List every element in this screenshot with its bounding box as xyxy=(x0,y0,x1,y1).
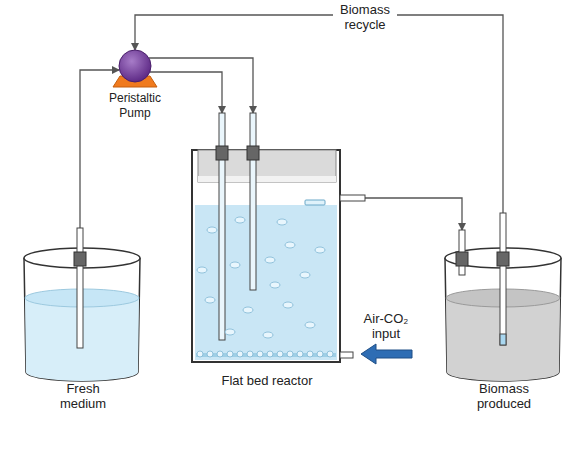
flow-line xyxy=(149,58,253,113)
input-label: Air-CO₂ input xyxy=(350,311,422,341)
peristaltic-pump-shape xyxy=(95,46,175,88)
flow-line xyxy=(365,198,462,230)
node-label: Flat bed reactor xyxy=(190,373,344,388)
node-label: Peristaltic Pump xyxy=(95,91,175,121)
biomass-tank-shape xyxy=(440,206,566,384)
node-label: Biomass produced xyxy=(466,381,542,411)
fresh-medium-tank-shape xyxy=(20,226,146,384)
fresh-medium-tank: Fresh medium xyxy=(20,226,146,418)
flat-bed-reactor-shape xyxy=(190,110,370,365)
biomass-tank: Biomass produced xyxy=(440,206,566,418)
air-arrow xyxy=(361,344,412,364)
flow-label: Biomass recycle xyxy=(333,2,397,32)
flat-bed-reactor: Flat bed reactor xyxy=(190,110,370,397)
node-label: Fresh medium xyxy=(50,381,116,411)
peristaltic-pump: Peristaltic Pump xyxy=(95,46,175,128)
